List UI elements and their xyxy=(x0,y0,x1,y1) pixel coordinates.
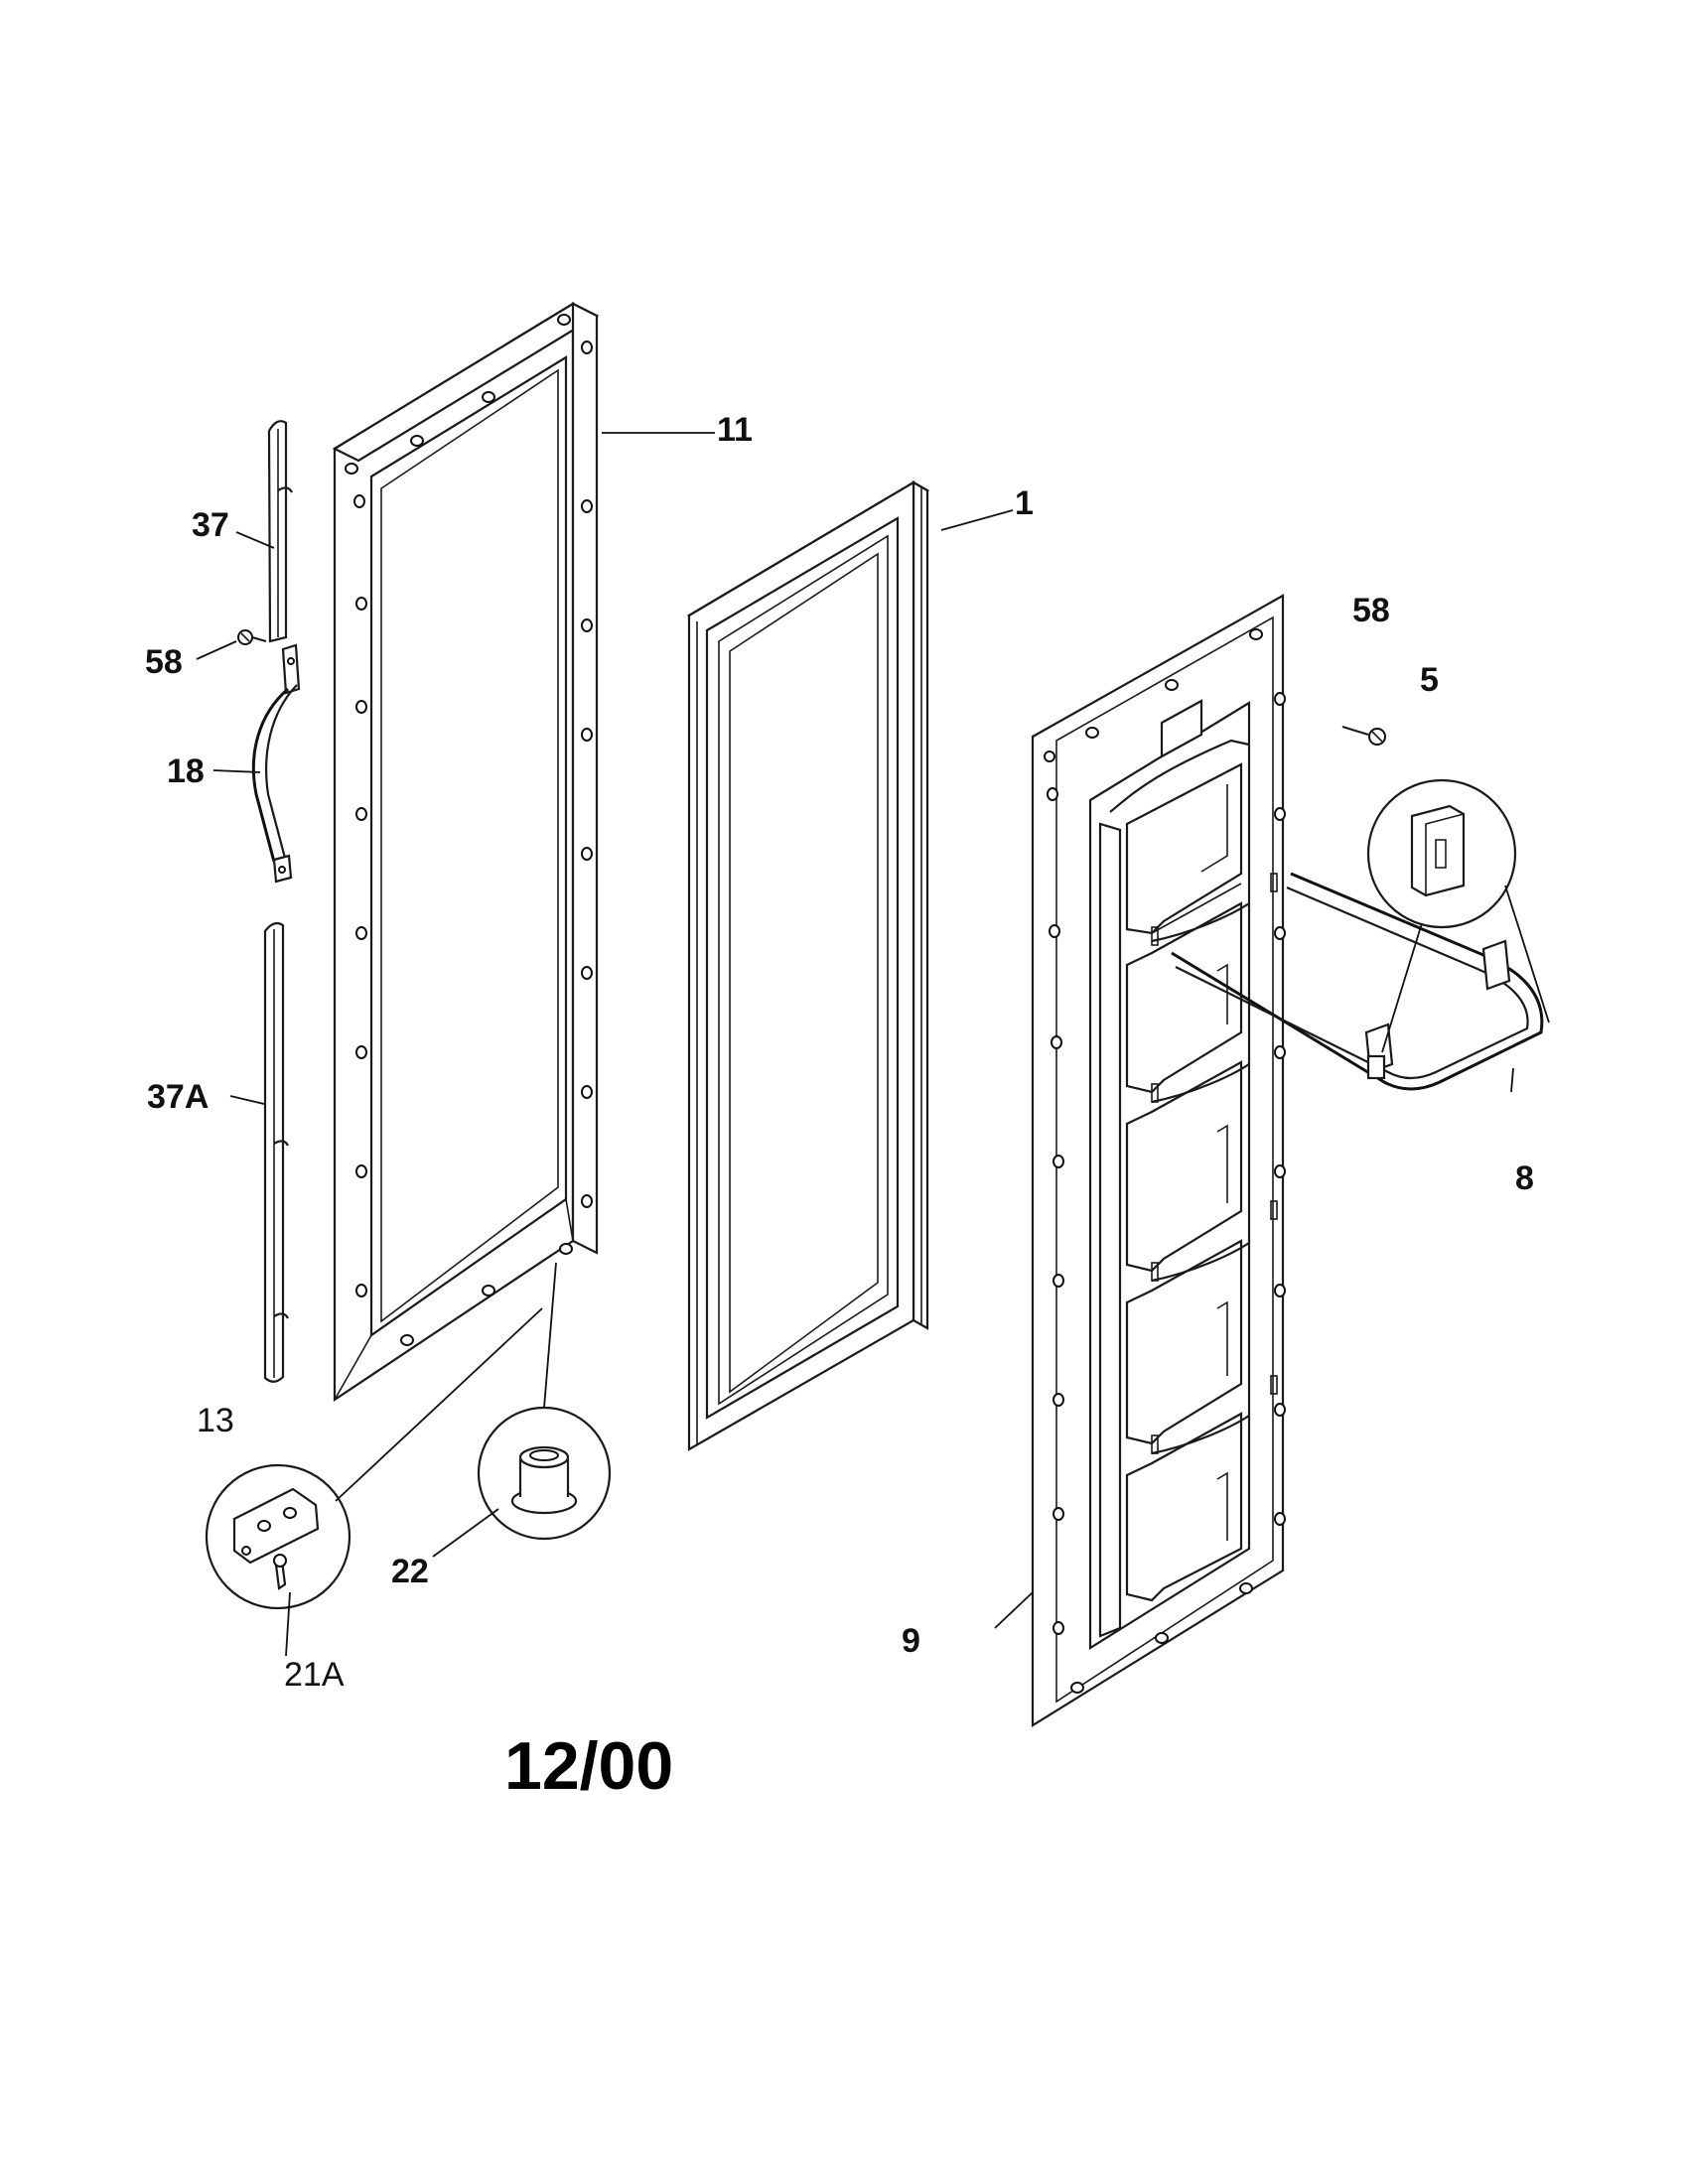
callout-58-right: 58 xyxy=(1352,592,1390,629)
callout-58-left: 58 xyxy=(145,643,183,681)
frame-screw-holes xyxy=(345,314,593,1346)
screw-part-58-left xyxy=(237,629,267,645)
callout-leader-lines xyxy=(196,432,1514,1657)
liner-screw-holes xyxy=(1044,628,1286,1694)
callout-37: 37 xyxy=(192,506,229,544)
trim-strip-part-37 xyxy=(267,420,293,643)
callout-labels: 11 1 37 58 18 37A 13 21A 22 58 5 8 9 xyxy=(145,411,1534,1694)
callout-13: 13 xyxy=(197,1402,234,1439)
door-gasket-part-1 xyxy=(686,480,930,1451)
screw-part-58-right xyxy=(1341,725,1386,746)
callout-21a: 21A xyxy=(284,1656,345,1694)
callout-9: 9 xyxy=(902,1622,920,1660)
trim-strip-part-37a xyxy=(263,921,289,1383)
door-liner-part-9 xyxy=(1031,594,1285,1727)
callout-18: 18 xyxy=(167,752,205,790)
hinge-detail-circle-part-13 xyxy=(205,1307,543,1610)
callout-22: 22 xyxy=(391,1553,429,1590)
callout-5: 5 xyxy=(1420,661,1439,699)
handle-part-18 xyxy=(251,643,301,884)
callout-11: 11 xyxy=(717,411,753,449)
callout-1: 1 xyxy=(1015,484,1034,522)
door-frame-part-11 xyxy=(332,302,600,1403)
bushing-detail-circle-part-22 xyxy=(477,1262,612,1541)
callout-37a: 37A xyxy=(147,1078,209,1116)
clip-detail-circle-part-5 xyxy=(1366,778,1550,1053)
callout-8: 8 xyxy=(1515,1160,1534,1197)
date-code: 12/00 xyxy=(504,1728,673,1804)
door-shelf-bins xyxy=(1125,762,1278,1602)
door-bar-part-8 xyxy=(1171,872,1544,1091)
